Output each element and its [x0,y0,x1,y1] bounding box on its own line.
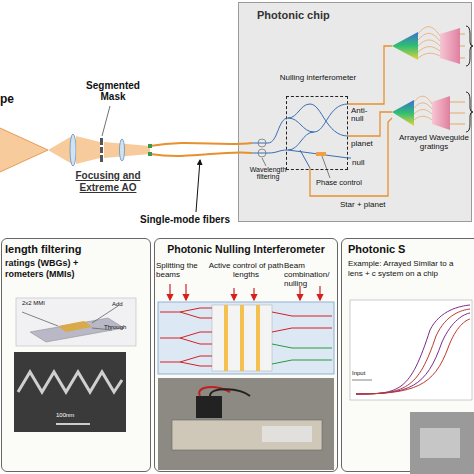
telescope-beam-part [70,134,76,166]
telescope-beam [0,106,150,172]
axis-label: Input [352,370,376,376]
panel-text: ratings (WBGs) + rometers (MMIs) [5,258,105,281]
panel-heading: Photonic Nulling Interferometer [155,243,337,255]
output-label: Anti- null [351,107,375,123]
single-mode-fibers-part [148,144,152,148]
mask-label: Segmented Mask [82,80,144,102]
port-label: Add [112,301,132,307]
port-label: Through [104,324,134,330]
telescope-beam-part [0,128,48,172]
output-label: planet [351,139,381,148]
panel-heading: Photonic S [348,243,405,255]
output-label: null [352,158,376,167]
filtering-panel: length filtering ratings (WBGs) + rometer… [1,238,151,472]
telescope-beam-part [100,155,103,162]
partial-word: pe [0,92,30,106]
device-label: 2x2 MMI [22,300,62,306]
single-mode-fibers-part [150,143,252,146]
spectrograph-panel: Photonic S Example: Arrayed Similar to a … [341,238,474,472]
single-mode-fibers-part [148,152,152,156]
telescope-beam-part [100,138,103,145]
telescope-beam-part [104,142,150,158]
telescope-beam-part [120,139,125,161]
filter-label: Wavelength filtering [244,166,292,181]
telescope-beam-part [100,147,103,153]
box-heading: Photonic chip [257,9,330,21]
step-label: Splitting the beams [156,262,212,280]
single-mode-fibers [148,143,252,212]
awg-label: Arrayed Waveguide gratings [398,134,470,152]
telescope-beam-part [102,106,110,136]
panel-text: Example: Arrayed Similar to a lens + c s… [348,259,468,278]
telescope-beam-part [76,136,100,164]
box-heading: Nulling interferometer [277,74,359,83]
step-label: Beam combination/ nulling [284,262,338,288]
fiber-label: Single-mode fibers [140,214,250,225]
stage-label: Focusing and Extreme AO [58,170,158,193]
telescope-beam-part [48,136,72,164]
scale-label: 100nm [56,412,96,418]
nulling-interferometer-box: Nulling interferometer [286,96,348,170]
phase-label: Phase control [316,178,376,187]
step-label: Active control of path lengths [208,262,284,280]
telescope-beam-part [0,128,48,172]
output-label: Star + planet [340,200,400,209]
panel-heading: length filtering [5,243,81,255]
single-mode-fibers-part [196,160,200,212]
single-mode-fibers-part [150,152,252,156]
